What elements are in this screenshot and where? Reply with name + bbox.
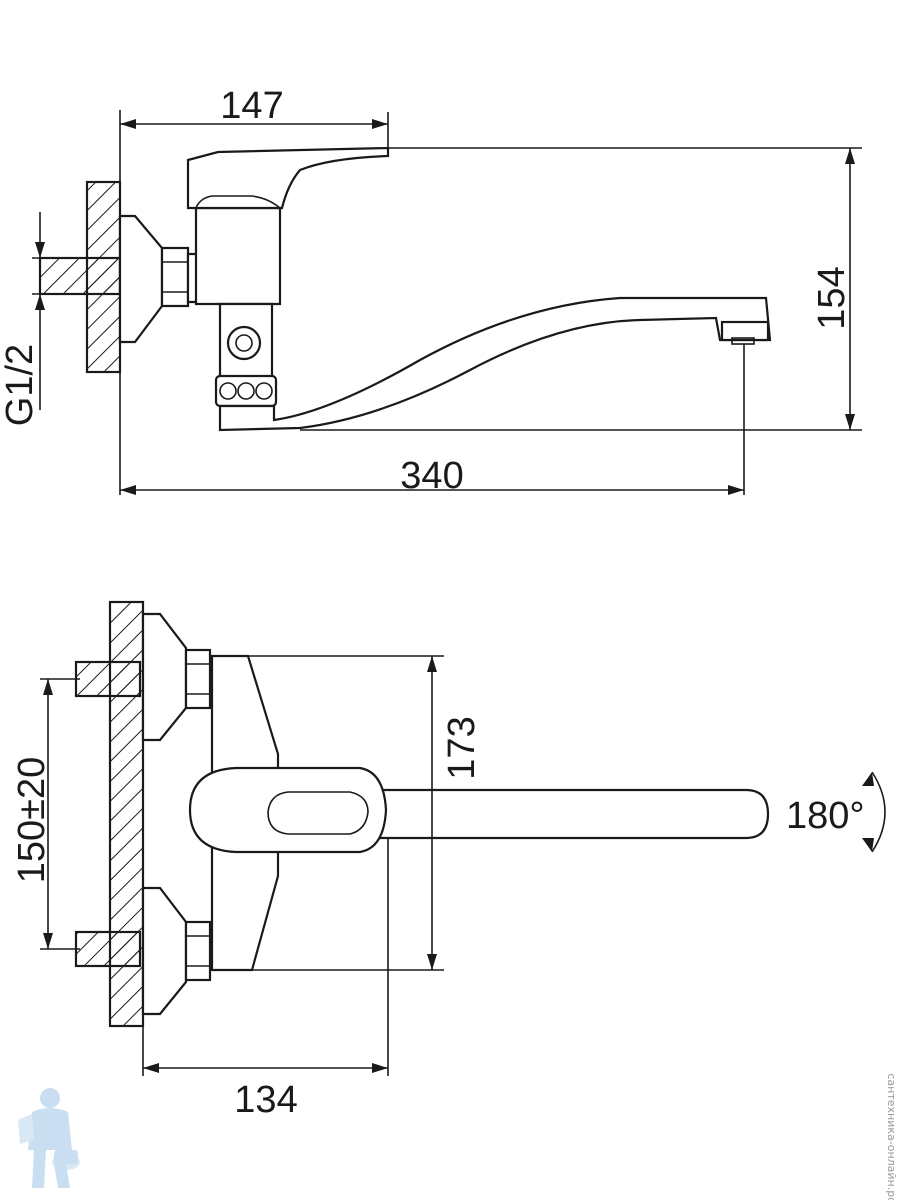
eccentric-lower [141, 886, 188, 1016]
knurled-ring [214, 374, 278, 408]
lever-handle [186, 146, 390, 210]
spout [218, 296, 772, 432]
diverter-knob [226, 325, 262, 361]
lever-top-view [188, 766, 388, 854]
inlet-pipe-lower [74, 930, 142, 968]
dim-154-label: 154 [811, 266, 853, 329]
rotation-indicator: 180° [786, 771, 886, 853]
inlet-pipe-upper [74, 660, 142, 698]
spout-top-view [378, 788, 770, 840]
plumber-mascot-icon [18, 1088, 80, 1188]
watermark: сантехника-онлайн.рф [18, 1073, 898, 1200]
nut-lower [184, 920, 212, 982]
inlet-pipe [38, 256, 122, 296]
dim-340: 340 [120, 344, 745, 497]
dim-154: 154 [300, 147, 862, 431]
hex-nut [160, 246, 190, 308]
nut-upper [184, 648, 212, 710]
dim-180-label: 180° [786, 795, 865, 837]
dim-134: 134 [142, 838, 389, 1121]
wall-flange [118, 214, 164, 344]
dim-134-label: 134 [234, 1079, 297, 1121]
dim-150-20: 150±20 [11, 678, 80, 950]
dim-173: 173 [248, 655, 483, 971]
dim-150-20-label: 150±20 [11, 757, 53, 884]
lever-grip-slot [267, 791, 369, 835]
dim-g12-label: G1/2 [0, 344, 41, 426]
side-view: 147 154 340 G1/2 [0, 85, 862, 497]
mixer-body [194, 206, 282, 306]
aerator [720, 320, 770, 342]
dim-340-label: 340 [400, 455, 463, 497]
watermark-site-text: сантехника-онлайн.рф [885, 1073, 898, 1200]
dim-147: 147 [119, 85, 389, 495]
dim-g12: G1/2 [0, 212, 60, 426]
front-view: 173 150±20 134 180° [11, 600, 886, 1121]
dim-147-label: 147 [220, 85, 283, 127]
dim-173-label: 173 [441, 716, 483, 779]
eccentric-upper [141, 612, 188, 742]
